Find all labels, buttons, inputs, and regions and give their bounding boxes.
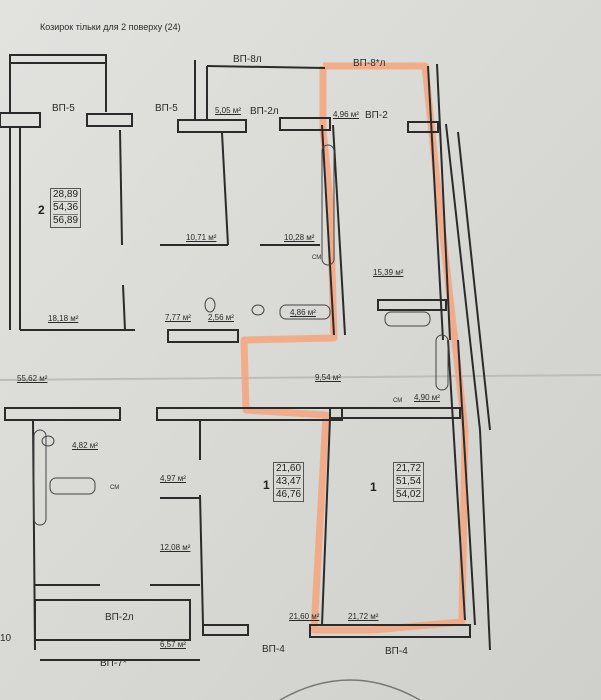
gross-area: 54,02: [396, 489, 422, 500]
room-area: 7,77 м²: [165, 313, 191, 322]
total-area: 43,47: [276, 476, 302, 489]
apartment-area-box: 21,72 51,54 54,02: [393, 462, 425, 502]
window-label: ВП-5: [155, 103, 178, 114]
room-area: 10,28 м²: [284, 233, 315, 242]
room-area: 55,62 м²: [17, 374, 48, 383]
bathroom-fixtures: [33, 144, 449, 526]
washer-label: СМ: [312, 255, 322, 261]
window-label: ВП-2л: [105, 612, 134, 623]
room-area: 12,08 м²: [160, 543, 191, 552]
window-label: ВП-7*: [100, 658, 127, 669]
window-label: ВП-5: [52, 103, 75, 114]
living-area: 28,89: [53, 189, 79, 202]
total-area: 51,54: [396, 476, 422, 489]
highlighted-apartment-outline: [240, 62, 469, 634]
apartment-number: 1: [370, 480, 377, 494]
room-area: 5,05 м²: [215, 106, 241, 115]
apartment-number: 1: [263, 478, 270, 492]
axis-label: 10: [0, 633, 12, 644]
room-area: 10,71 м²: [186, 233, 217, 242]
canopy-note: Козирок тільки для 2 поверху (24): [40, 22, 181, 32]
window-label: ВП-2: [365, 110, 388, 121]
room-area: 18,18 м²: [48, 314, 79, 323]
total-area: 54,36: [53, 202, 79, 215]
walls: [0, 54, 491, 661]
room-area: 9,54 м²: [315, 373, 341, 382]
stamp: [279, 679, 421, 700]
window-label: ВП-4: [385, 646, 408, 657]
window-label: ВП-8*л: [353, 58, 386, 69]
room-area: 2,56 м²: [208, 313, 234, 322]
room-area: 21,60 м²: [289, 612, 320, 621]
gross-area: 56,89: [53, 215, 79, 226]
apartment-area-box: 28,89 54,36 56,89: [50, 188, 82, 228]
room-area: 4,90 м²: [414, 393, 440, 402]
apartment-number: 2: [38, 203, 45, 217]
paper-fold: [0, 374, 601, 381]
washer-label: СМ: [393, 398, 403, 404]
room-area: 4,97 м²: [160, 474, 186, 483]
window-label: ВП-4: [262, 644, 285, 655]
room-area: 15,39 м²: [373, 268, 404, 277]
living-area: 21,72: [396, 463, 422, 476]
living-area: 21,60: [276, 463, 302, 476]
gross-area: 46,76: [276, 489, 302, 500]
window-label: ВП-2л: [250, 106, 279, 117]
room-area: 4,82 м²: [72, 441, 98, 450]
room-area: 4,86 м²: [290, 308, 316, 317]
room-area: 4,96 м²: [333, 110, 359, 119]
room-area: 21,72 м²: [348, 612, 379, 621]
washer-label: СМ: [110, 485, 120, 491]
window-label: ВП-8л: [233, 54, 262, 65]
apartment-area-box: 21,60 43,47 46,76: [273, 462, 305, 502]
room-area: 6,57 м²: [160, 640, 186, 649]
